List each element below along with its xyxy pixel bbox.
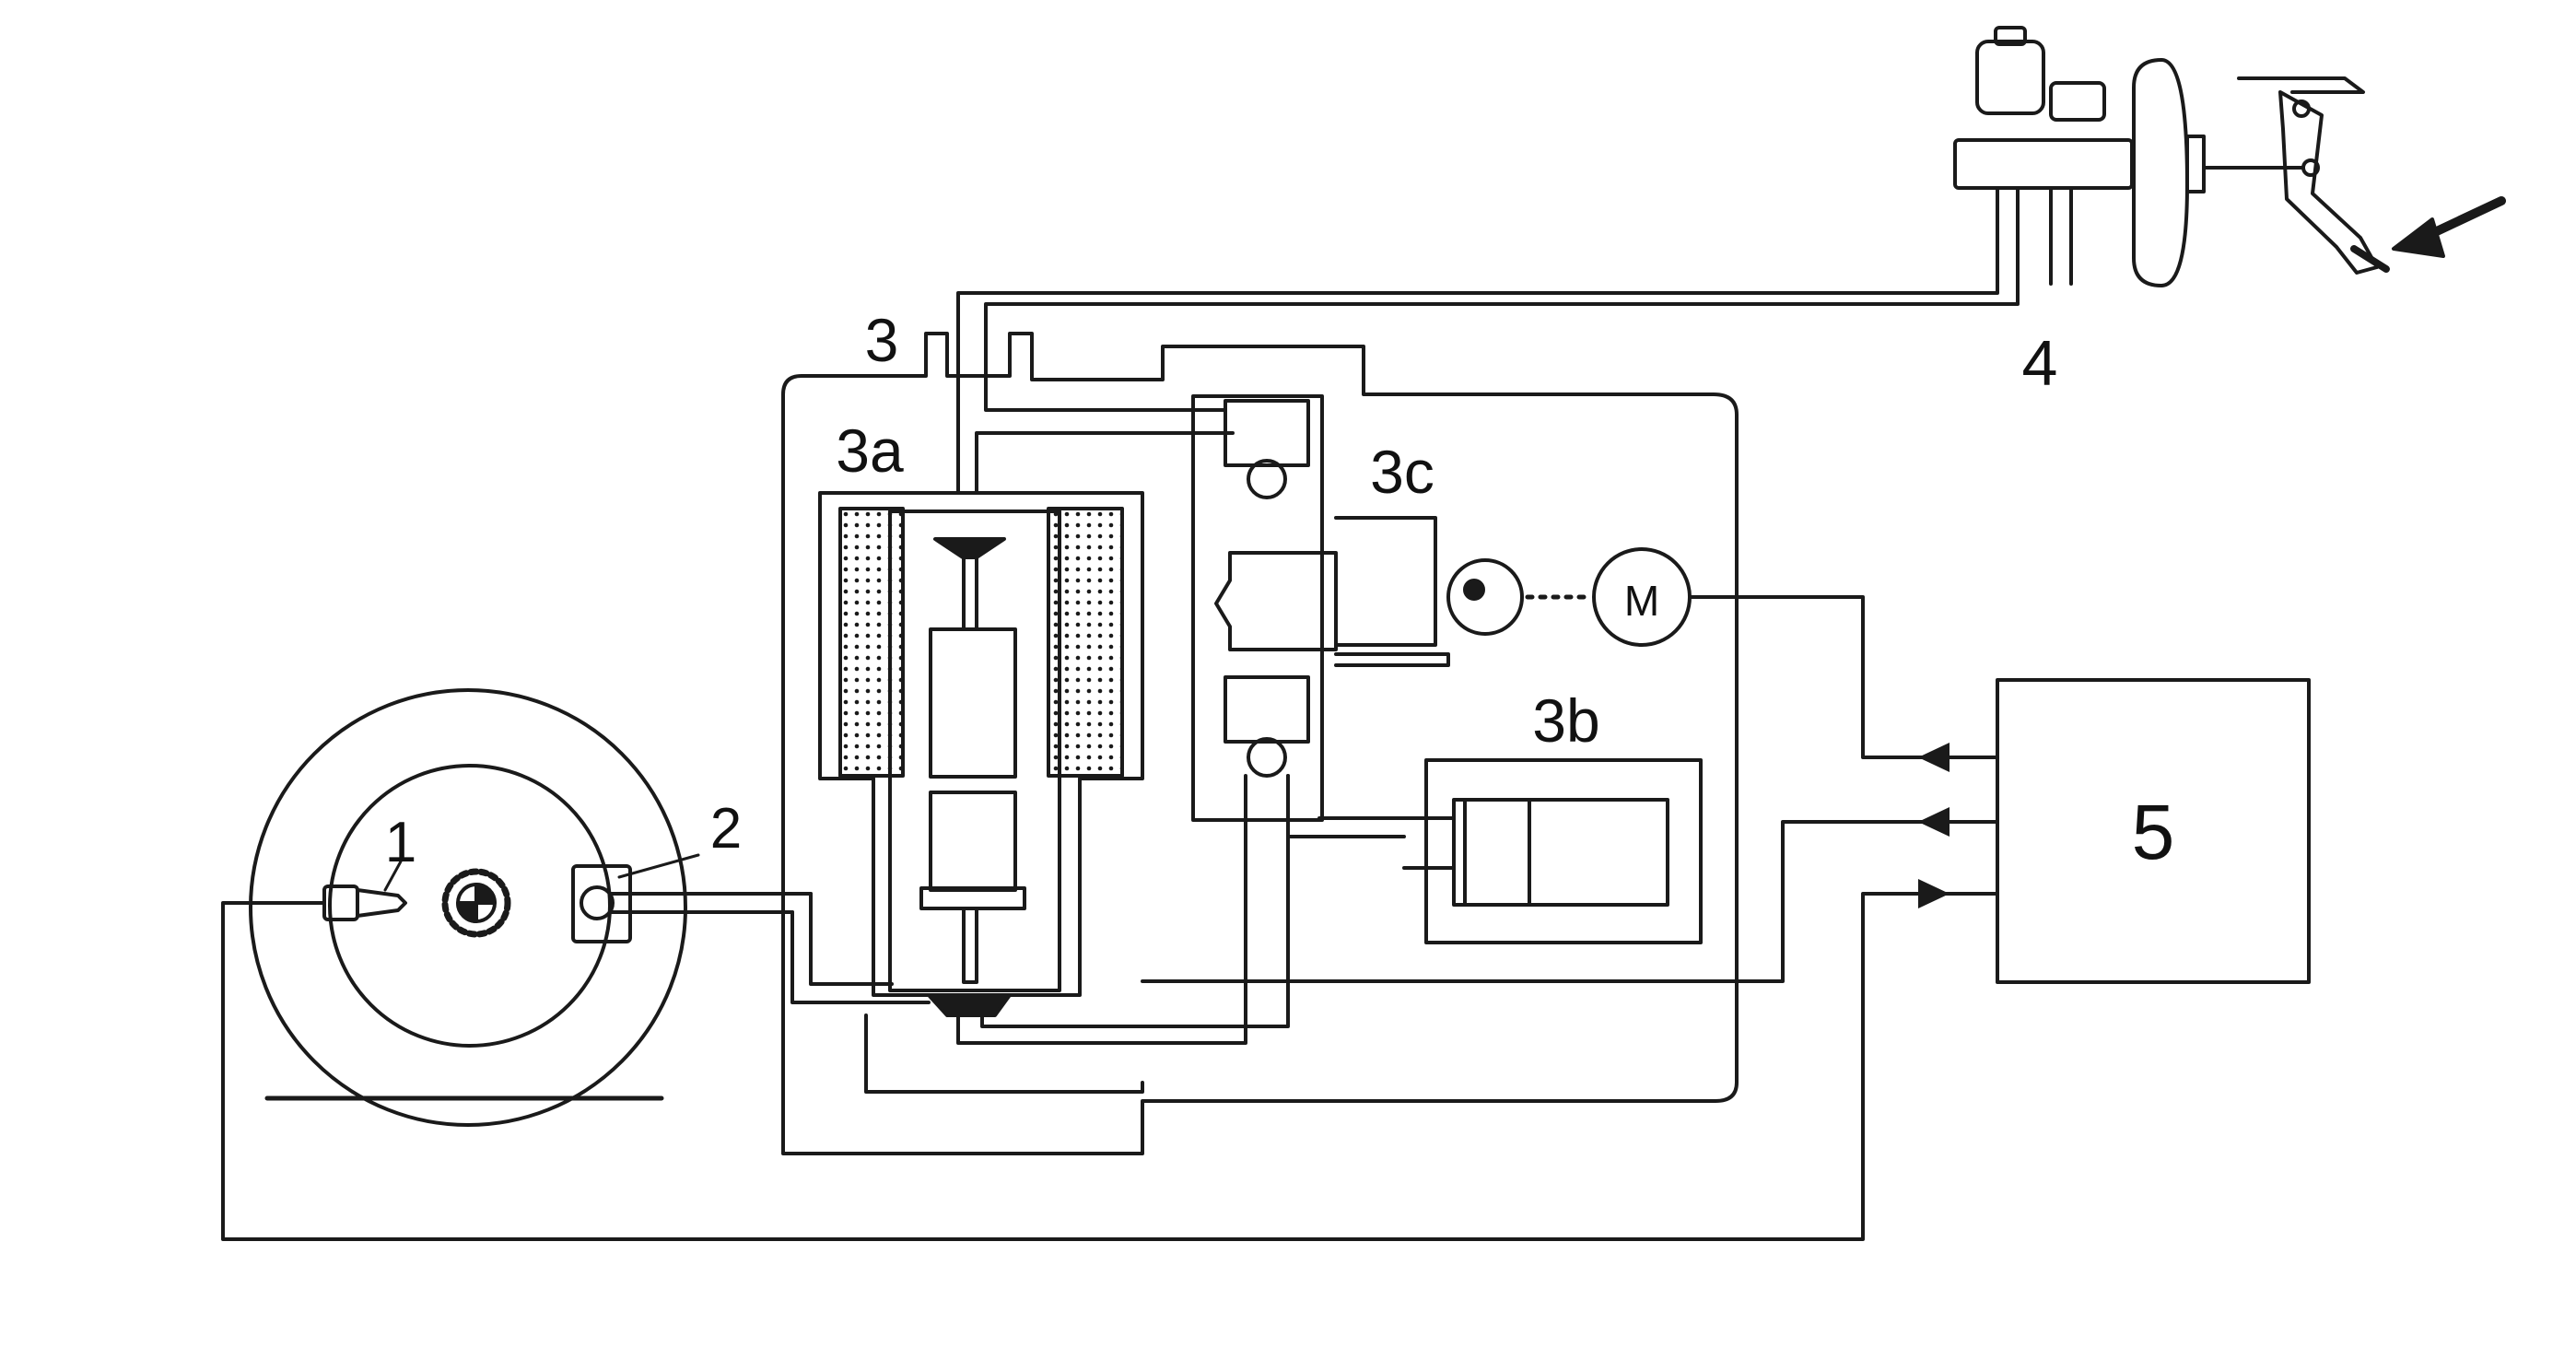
pump-inlet-check-ball [1247, 459, 1287, 499]
accumulator-spring-chamber [1452, 798, 1669, 907]
valve-stem-lower [962, 907, 978, 984]
solenoid-coil-left [838, 507, 905, 778]
pedal-pushrod-pivot [2301, 158, 2320, 177]
label-wheel-brake: 2 [710, 797, 742, 861]
booster-flange [2185, 135, 2206, 193]
return-spring-chamber [929, 791, 1017, 892]
lower-valve-cone [927, 993, 1012, 1017]
accumulator-piston [1463, 798, 1531, 907]
label-wheel-speed-sensor: 1 [385, 811, 416, 874]
pedal-pad [2350, 245, 2390, 273]
label-accumulator: 3b [1532, 686, 1599, 755]
brake-booster [2132, 58, 2189, 287]
solenoid-control-wire [1141, 820, 1999, 983]
label-1-leader [383, 860, 403, 892]
pump-motor-symbol: M [1624, 577, 1659, 625]
master-to-modulator-line-2 [984, 282, 2020, 412]
armature [929, 627, 1017, 779]
pump-eccentric [1446, 558, 1524, 636]
label-master-cylinder: 4 [2022, 327, 2058, 399]
accumulator-port [1402, 816, 1456, 870]
caliper-piston [580, 885, 615, 920]
hydraulic-modulator-housing [781, 332, 1739, 1155]
return-to-pump-line [956, 774, 1247, 1045]
solenoid-valve-housing [818, 491, 1144, 997]
accumulator [1402, 758, 1703, 944]
master-to-modulator-line-1 [956, 282, 1999, 495]
pump-outlet-spring [1224, 675, 1310, 744]
accumulator-housing [1424, 758, 1703, 944]
sensor-input-arrow-icon [1918, 879, 1950, 908]
caliper-body [571, 864, 632, 943]
reservoir-second-chamber [2049, 81, 2106, 122]
wheel [249, 688, 687, 1127]
label-solenoid-valve: 3a [836, 416, 904, 485]
brake-caliper [571, 864, 813, 943]
solenoid-signal-arrow-icon [1918, 807, 1950, 837]
hydraulic-lines [790, 282, 2020, 1094]
sensor-tip [356, 888, 407, 918]
brake-line-to-valve [790, 892, 931, 1004]
pump-to-accumulator-line [1286, 774, 1406, 838]
control-unit-box [1996, 678, 2311, 984]
label-2-leader [617, 853, 700, 879]
pedal-mount [2237, 76, 2365, 94]
pump-piston [1214, 551, 1338, 651]
label-control-unit: 5 [2132, 789, 2175, 875]
motor-signal-arrow-icon [1918, 743, 1950, 772]
return-pump [1191, 394, 1692, 822]
solenoid-valve [818, 491, 1144, 1017]
solenoid-armature-chamber [888, 510, 1061, 992]
wheel-outer-rim [249, 688, 687, 1127]
reservoir-cap [1994, 26, 2027, 46]
pedal-pivot [2292, 100, 2311, 118]
signal-arrows [1918, 743, 1950, 908]
tone-wheel-gear-icon [441, 868, 511, 938]
valve-stem-upper [962, 556, 978, 631]
label-return-pump: 3c [1370, 438, 1434, 506]
label-hydraulic-modulator: 3 [865, 306, 899, 374]
foot-force-arrow-icon [2392, 217, 2445, 258]
brake-pedal-arm [2278, 90, 2379, 275]
pump-outlet-line [980, 774, 1290, 1028]
master-cylinder-outlets [1996, 186, 2073, 286]
fluid-reservoir [1975, 40, 2045, 115]
pump-inlet-spring [1224, 399, 1310, 467]
wheel-inner-rim [328, 764, 612, 1048]
wheel-speed-sensor [322, 868, 511, 938]
sensor-signal-wire [221, 892, 1999, 1241]
pump-eccentric-housing [1334, 516, 1450, 667]
hub-marker-icon [456, 883, 497, 923]
valve-inlet-line [975, 431, 1235, 495]
pump-outlet-check-ball [1247, 737, 1287, 778]
return-pump-housing [1191, 394, 1324, 822]
valve-lower-return [864, 1013, 1144, 1094]
master-cylinder-body [1953, 138, 2134, 190]
eccentric-cam-icon [1463, 579, 1485, 601]
upper-valve-cone [933, 537, 1006, 559]
